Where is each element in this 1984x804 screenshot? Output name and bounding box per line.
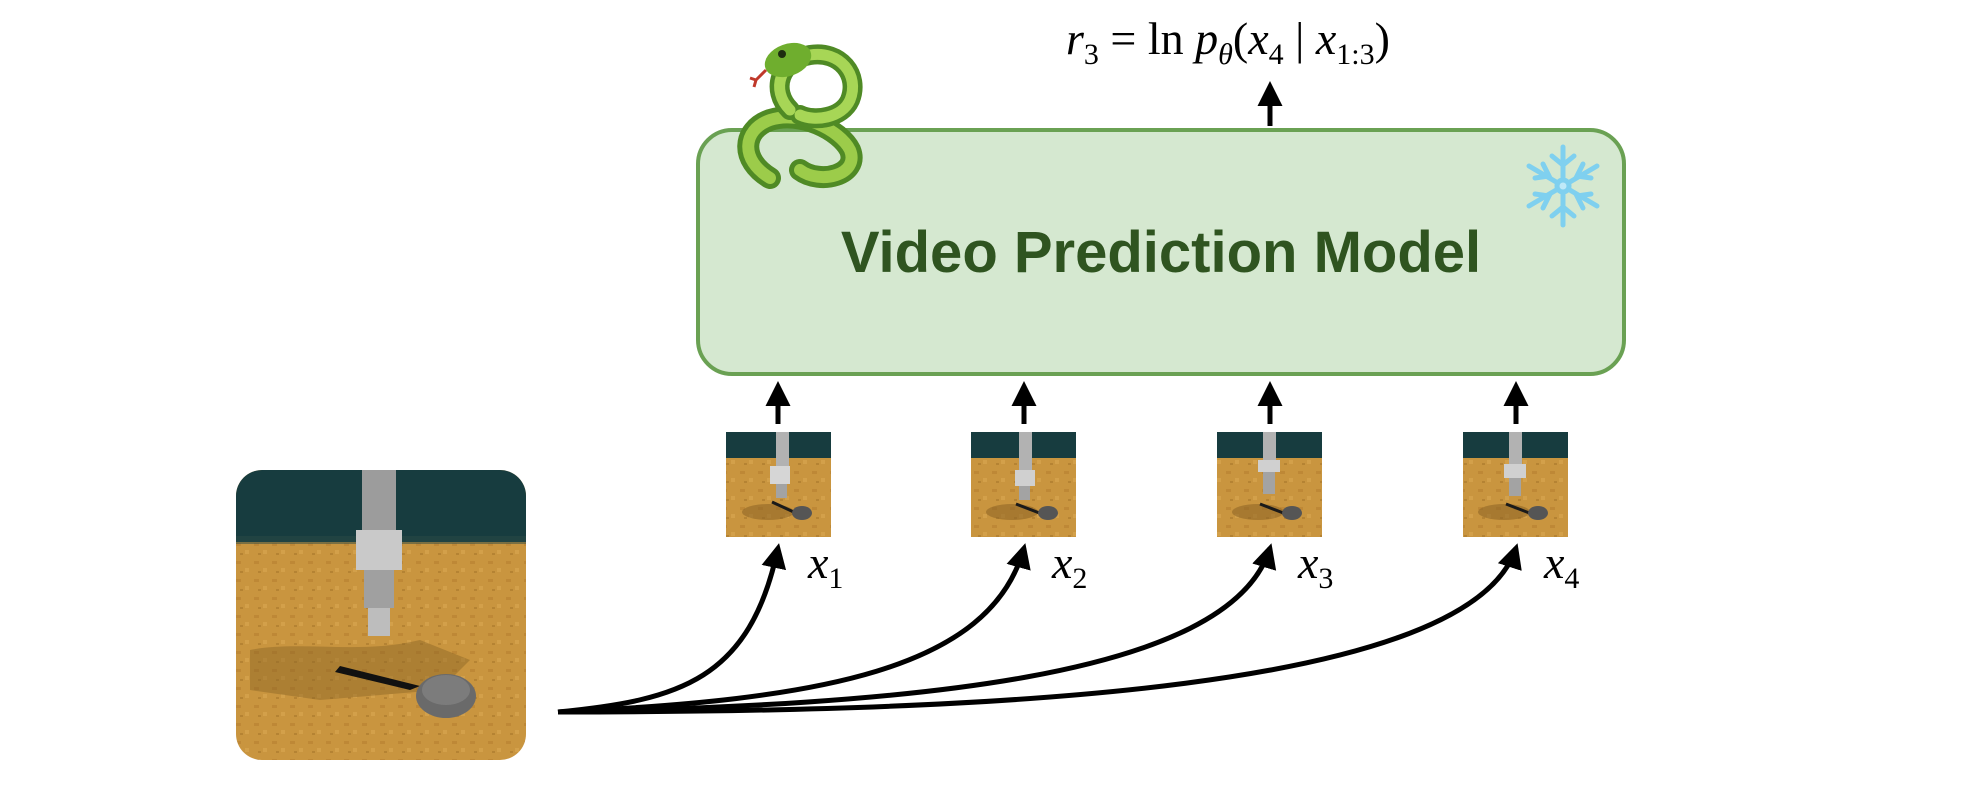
x-context-subscript: 1:3 [1336, 38, 1374, 71]
frame-label-4-sub: 4 [1564, 562, 1579, 595]
frame-thumbnail-4 [1463, 432, 1568, 537]
curve-arrow-to-frame-2 [557, 543, 1031, 715]
frame-label-1-sub: 1 [828, 562, 843, 595]
frame-label-1: x1 [807, 537, 843, 595]
equals-sign: = [1099, 13, 1148, 64]
x-target: x [1247, 13, 1269, 64]
frame-label-4-var: x [1543, 537, 1565, 588]
source-image [236, 470, 526, 760]
curve-arrow-to-frame-3 [557, 543, 1277, 715]
frame-label-3-sub: 3 [1318, 562, 1333, 595]
frame-label-1-var: x [807, 537, 829, 588]
snake-icon [737, 42, 863, 189]
model-box [696, 128, 1626, 376]
frame-thumbnail-3 [1217, 432, 1322, 537]
reward-formula: r3 = ln pθ(x4 | x1:3) [1066, 13, 1390, 71]
reward-r: r [1066, 13, 1085, 64]
frame-thumbnail-1 [726, 432, 831, 537]
frame-label-2: x2 [1051, 537, 1087, 595]
model-title: Video Prediction Model [841, 220, 1481, 285]
frame-label-4: x4 [1543, 537, 1579, 595]
open-paren: ( [1233, 13, 1248, 64]
curve-arrow-to-frame-4 [557, 543, 1522, 715]
snowflake-icon [1526, 144, 1600, 228]
reward-r-subscript: 3 [1084, 38, 1099, 71]
prob-p: p [1192, 13, 1218, 64]
frame-label-2-var: x [1051, 537, 1073, 588]
close-paren: ) [1375, 13, 1390, 64]
frame-label-2-sub: 2 [1072, 562, 1087, 595]
x-target-subscript: 4 [1269, 38, 1284, 71]
curve-arrow-to-frame-1 [557, 543, 787, 715]
given-bar: | [1284, 13, 1316, 64]
frame-label-3-var: x [1297, 537, 1319, 588]
ln-operator: ln [1148, 13, 1195, 64]
x-context: x [1315, 13, 1337, 64]
frame-label-3: x3 [1297, 537, 1333, 595]
frame-thumbnail-2 [971, 432, 1076, 537]
theta-subscript: θ [1218, 38, 1233, 71]
